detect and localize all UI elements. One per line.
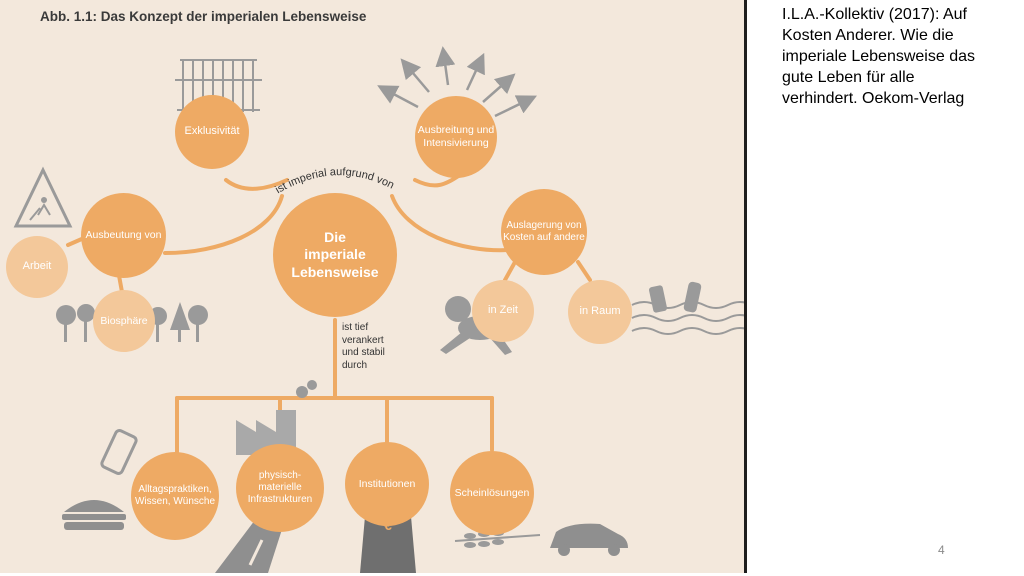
node-ausbeutung-label: Ausbeutung von xyxy=(85,229,162,242)
connector-exklusivitaet xyxy=(224,178,289,191)
factory-icon xyxy=(236,380,317,455)
node-auslagerung: Auslagerung von Kosten auf andere xyxy=(501,189,587,275)
diagram-canvas: ist imperial aufgrund von xyxy=(13,46,746,573)
connector-auslagerung xyxy=(390,194,512,253)
node-exklusivitaet-label: Exklusivität xyxy=(184,125,240,138)
source-citation: I.L.A.-Kollektiv (2017): Auf Kosten Ande… xyxy=(782,6,975,107)
connector-in-zeit xyxy=(503,260,517,282)
anchoring-label: ist tief verankert und stabil durch xyxy=(342,322,385,371)
smartphone-icon xyxy=(100,429,138,475)
radiating-arrows-icon xyxy=(377,46,537,118)
node-ausbreitung-label: Ausbreitung und Intensivierung xyxy=(417,124,495,149)
node-ausbreitung: Ausbreitung und Intensivierung xyxy=(415,96,497,178)
node-biosphaere-label: Biosphäre xyxy=(100,314,148,327)
node-arbeit: Arbeit xyxy=(6,236,68,298)
construction-sign-icon xyxy=(13,166,73,228)
connector-in-raum xyxy=(576,260,592,282)
node-in-zeit-label: in Zeit xyxy=(488,304,518,317)
node-ausbeutung: Ausbeutung von xyxy=(81,193,166,278)
arc-label: ist imperial aufgrund von xyxy=(273,166,396,196)
node-center: Die imperiale Lebensweise xyxy=(273,193,397,317)
car-icon xyxy=(550,523,628,556)
page-number: 4 xyxy=(938,543,945,557)
node-in-raum-label: in Raum xyxy=(579,305,621,318)
burger-icon xyxy=(62,500,126,530)
node-infrastrukturen: physisch- materielle Infrastrukturen xyxy=(236,444,324,532)
node-scheinloesungen: Scheinlösungen xyxy=(450,451,534,535)
node-auslagerung-label: Auslagerung von Kosten auf andere xyxy=(503,219,585,243)
node-in-raum: in Raum xyxy=(568,280,632,344)
node-biosphaere: Biosphäre xyxy=(93,290,155,352)
diagram-figure: ist imperial aufgrund von xyxy=(0,0,746,573)
node-exklusivitaet: Exklusivität xyxy=(175,95,249,169)
figure-border xyxy=(744,0,747,573)
node-scheinloesungen-label: Scheinlösungen xyxy=(454,486,530,499)
connector-ausbeutung xyxy=(163,194,284,255)
node-arbeit-label: Arbeit xyxy=(22,260,52,273)
node-in-zeit: in Zeit xyxy=(472,280,534,342)
node-alltagspraktiken: Alltagspraktiken, Wissen, Wünsche xyxy=(131,452,219,540)
node-institutionen-label: Institutionen xyxy=(358,477,416,490)
figure-title: Abb. 1.1: Das Konzept der imperialen Leb… xyxy=(40,9,367,24)
node-institutionen: Institutionen xyxy=(345,442,429,526)
center-node-label: Die imperiale Lebensweise xyxy=(291,229,379,280)
connector-drops xyxy=(175,396,494,457)
node-alltagspraktiken-label: Alltagspraktiken, Wissen, Wünsche xyxy=(134,483,216,507)
trees-icon xyxy=(56,302,208,342)
node-infrastrukturen-label: physisch- materielle Infrastrukturen xyxy=(247,469,313,506)
road-icon xyxy=(215,520,285,573)
bottles-waves-icon xyxy=(631,281,746,335)
